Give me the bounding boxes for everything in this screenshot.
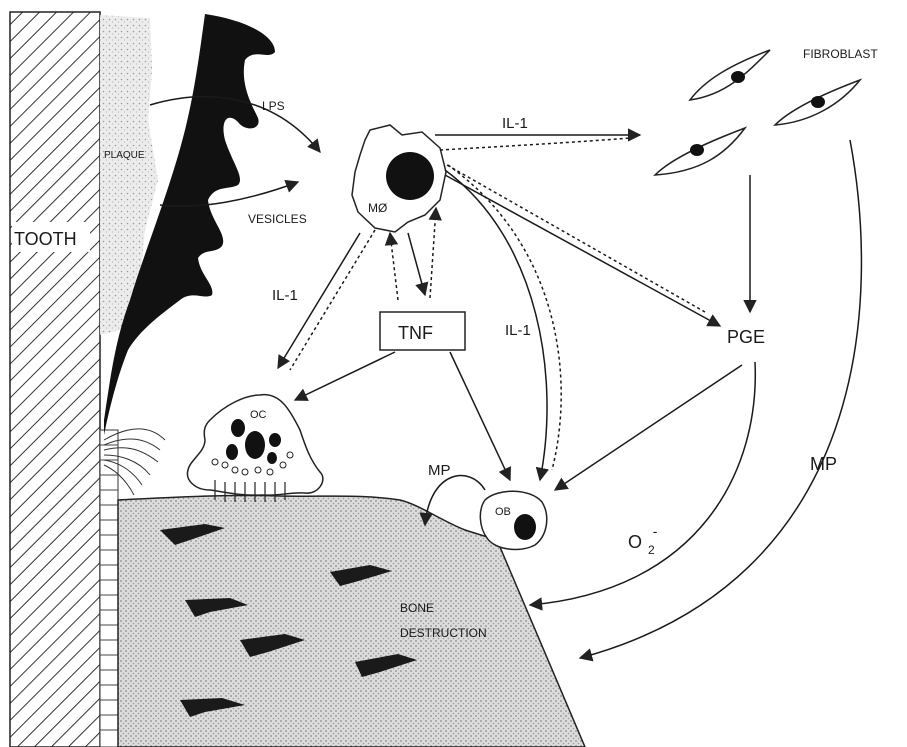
il1-to-osteoclast: IL-1: [272, 230, 375, 370]
pge-to-osteoblast-arrow: [555, 365, 742, 490]
superoxide-o: O: [628, 532, 642, 552]
osteoclast-cell: OC: [187, 395, 322, 502]
il1-left-label: IL-1: [272, 287, 298, 304]
macrophage-cell: MØ: [352, 125, 446, 232]
tnf-to-osteoclast-arrow: [295, 352, 395, 400]
superoxide-sub: 2: [648, 543, 655, 557]
bone-label: BONE: [400, 601, 434, 615]
tnf-label: TNF: [398, 323, 433, 343]
macrophage-label: MØ: [368, 201, 387, 215]
superoxide-label: O 2 -: [628, 523, 660, 558]
fibroblast-label: FIBROBLAST: [803, 47, 878, 61]
destruction-label: DESTRUCTION: [400, 626, 487, 640]
pge-label: PGE: [727, 327, 765, 347]
mp-right-label: MP: [810, 454, 837, 474]
plaque-label: PLAQUE: [104, 150, 145, 161]
tooth-label: TOOTH: [14, 229, 77, 249]
lps-label: LPS: [262, 99, 285, 113]
osteoblast-label: OB: [495, 506, 511, 518]
il1-mid-label: IL-1: [505, 322, 531, 339]
osteoclast-label: OC: [250, 409, 267, 421]
tnf-node: TNF: [380, 312, 465, 350]
il1-to-fibroblast: IL-1: [435, 115, 640, 150]
il1-top-label: IL-1: [502, 115, 528, 132]
vesicles-label: VESICLES: [248, 212, 307, 226]
tnf-to-osteoblast-arrow: [450, 352, 510, 480]
fibroblast-mp-pathway: MP: [580, 140, 861, 658]
fibroblast-cells: FIBROBLAST: [655, 47, 878, 175]
macrophage-to-pge: [445, 165, 720, 326]
superoxide-sup: -: [653, 523, 658, 539]
osteoblast-cell: OB: [480, 491, 546, 549]
mp-left-label: MP: [428, 462, 451, 479]
